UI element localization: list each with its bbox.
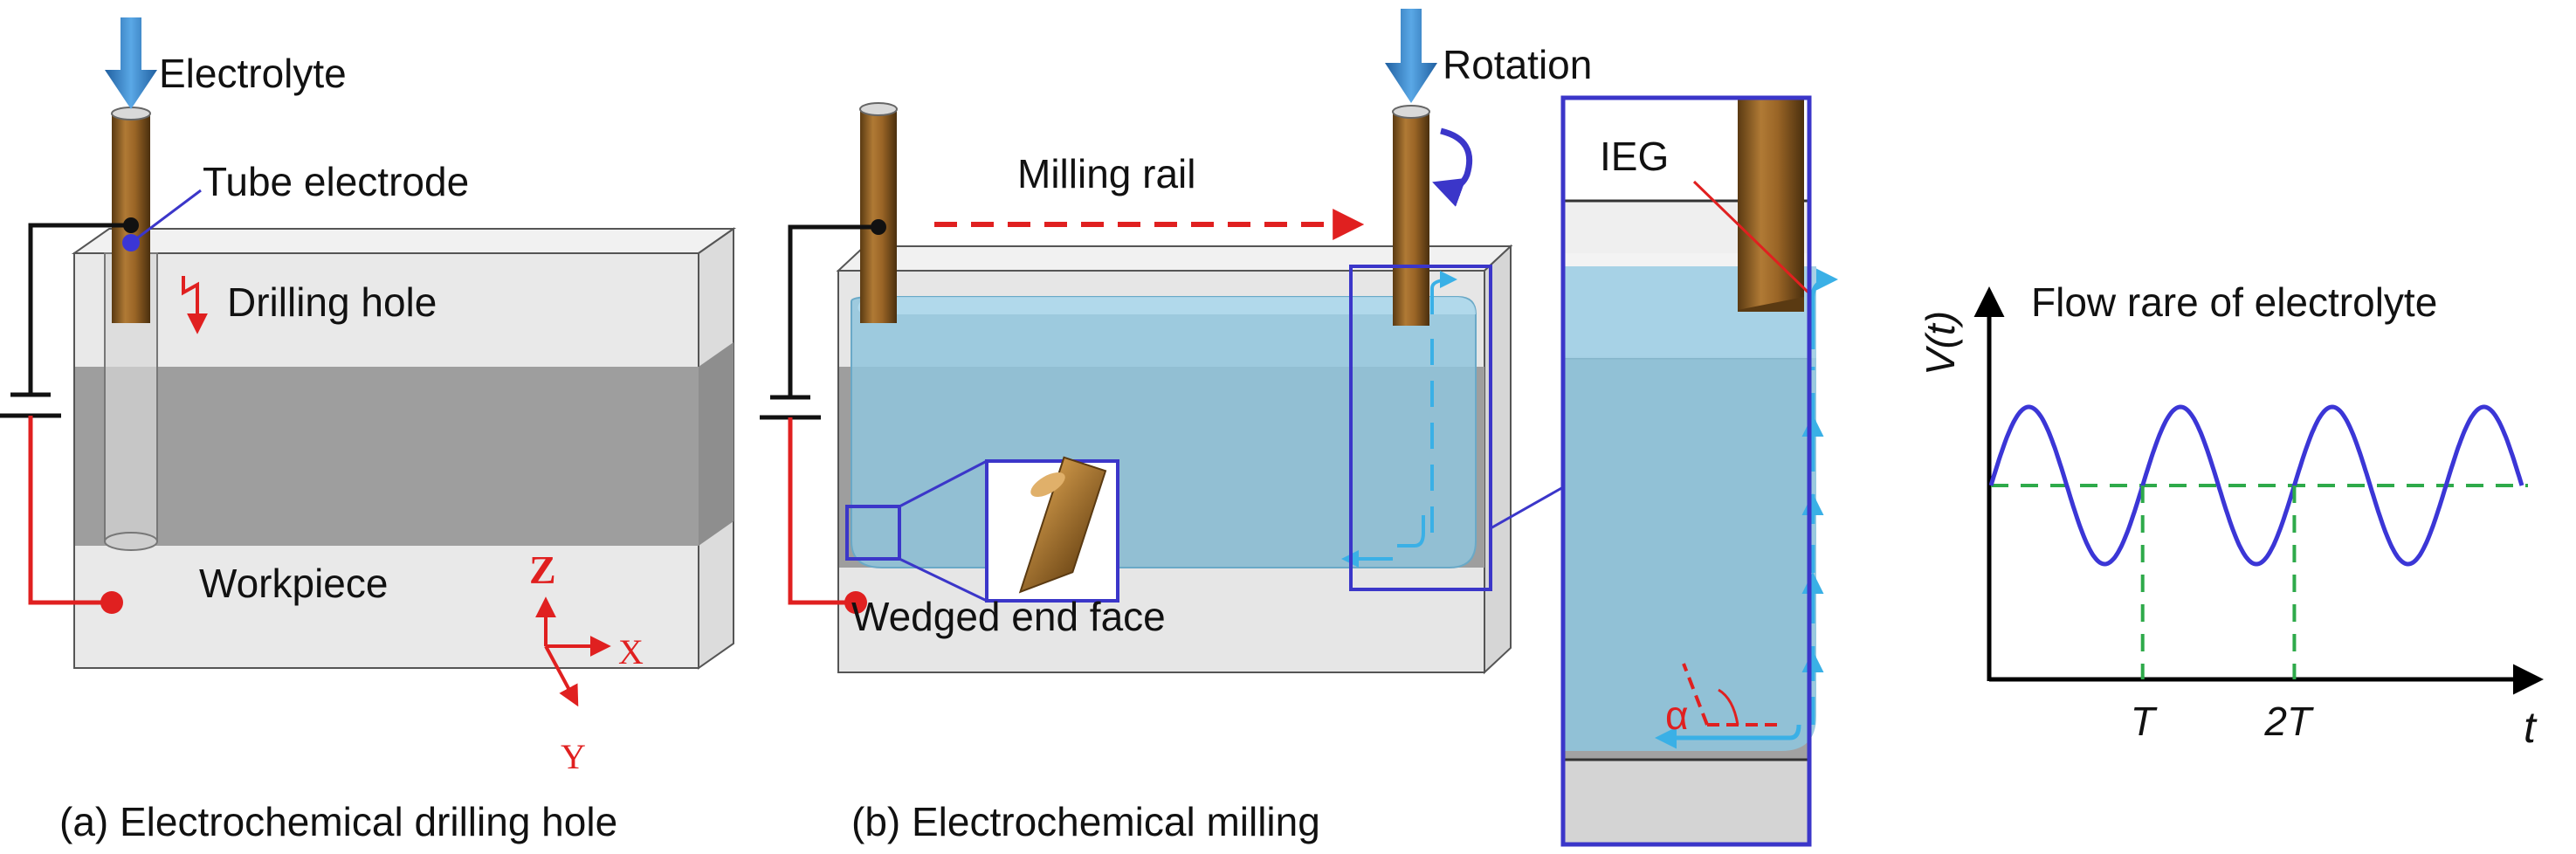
rotation-arrow-icon xyxy=(1432,127,1473,207)
period-tick-label: 2T xyxy=(2263,699,2314,744)
workpiece-label: Workpiece xyxy=(199,561,388,606)
drilling-hole-label: Drilling hole xyxy=(227,279,437,325)
workpiece-top-face xyxy=(71,228,737,254)
flow-rate-chart: T 2T Flow rare of electrolyte V(t) t xyxy=(1918,279,2544,752)
caption-b: (b) Electrochemical milling xyxy=(851,799,1320,844)
right-electrode xyxy=(1393,112,1429,326)
alpha-label: α xyxy=(1665,692,1689,738)
wedge-detail-frame-small xyxy=(845,505,901,561)
electrolyte-inflow-arrow xyxy=(105,17,157,109)
caption-a: (a) Electrochemical drilling hole xyxy=(59,799,617,844)
inset-electrolyte-channel xyxy=(1565,266,1816,751)
panel-a: Electrolyte Tube electrode Drilling hole… xyxy=(0,17,737,844)
coordinate-axes: Z X Y xyxy=(529,548,644,776)
left-electrode xyxy=(860,109,897,323)
chart-x-label: t xyxy=(2524,703,2538,752)
period-tick-label: T xyxy=(2131,699,2158,744)
rotation-inflow-arrow xyxy=(1385,9,1437,103)
power-supply-symbol xyxy=(0,392,61,418)
chart-title: Flow rare of electrolyte xyxy=(2031,279,2437,325)
axis-y-label: Y xyxy=(561,737,586,776)
axis-z-label: Z xyxy=(529,548,556,592)
milled-slot-electrolyte xyxy=(851,296,1477,568)
panel-b: Rotation Milling rail Wedged end face (b… xyxy=(760,9,1592,844)
workpiece-shaded-band xyxy=(75,367,699,546)
enlarged-inset: IEG α xyxy=(1560,95,1838,847)
drilling-feed-arrow xyxy=(182,276,208,334)
wedge-angle-marker xyxy=(1682,663,1777,727)
milling-rail-label: Milling rail xyxy=(1017,151,1195,196)
axis-x-label: X xyxy=(618,632,644,671)
rotation-label: Rotation xyxy=(1443,42,1592,87)
tube-electrode-label: Tube electrode xyxy=(203,159,469,204)
wedged-end-face-label: Wedged end face xyxy=(851,594,1166,639)
flow-rate-sine-curve xyxy=(1988,404,2524,567)
ieg-label: IEG xyxy=(1600,134,1669,179)
electrolyte-label: Electrolyte xyxy=(159,51,347,96)
slot-end-detail-frame xyxy=(1349,265,1492,591)
power-wire-positive xyxy=(28,416,112,605)
wedged-electrode-closeup xyxy=(1018,456,1107,594)
chart-y-label: V(t) xyxy=(1918,311,1963,375)
power-wire-negative xyxy=(28,223,131,395)
